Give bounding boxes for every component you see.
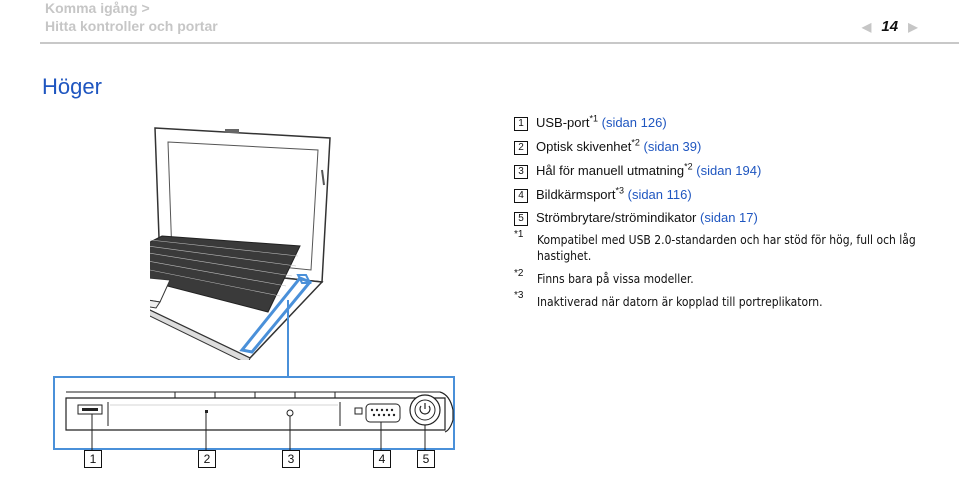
footnote-mark-3: *3 [514,290,524,301]
header-divider [40,42,959,44]
page-link[interactable]: (sidan 39) [643,139,702,154]
next-page-icon[interactable]: ▶ [908,20,918,34]
right-side-panel-detail [53,376,455,450]
callout-3: 3 [282,450,300,468]
breadcrumb-current: Hitta kontroller och portar [45,18,218,34]
detail-connector-line [287,300,289,378]
callout-5: 5 [417,450,435,468]
page-navigation: ◀ 14 ▶ [862,18,918,35]
footnote-mark-2: *2 [514,268,524,279]
page-link[interactable]: (sidan 126) [601,115,667,130]
callout-1: 1 [84,450,102,468]
section-title: Höger [42,74,102,99]
breadcrumb-parent[interactable]: Komma igång > [45,0,150,16]
footnote-mark-1: *1 [514,229,524,240]
previous-page-icon[interactable]: ◀ [862,20,872,34]
laptop-illustration: VAIO [150,127,331,360]
page-link[interactable]: (sidan 194) [696,163,762,178]
footnote-3: Inaktiverad när datorn är kopplad till p… [537,295,823,309]
footnote-1: Kompatibel med USB 2.0-standarden och ha… [537,233,916,263]
footnote-2: Finns bara på vissa modeller. [537,272,694,286]
page-number: 14 [881,18,899,35]
callout-2: 2 [198,450,216,468]
page-link[interactable]: (sidan 116) [627,187,692,202]
page-link[interactable]: (sidan 17) [700,210,758,225]
callout-4: 4 [373,450,391,468]
